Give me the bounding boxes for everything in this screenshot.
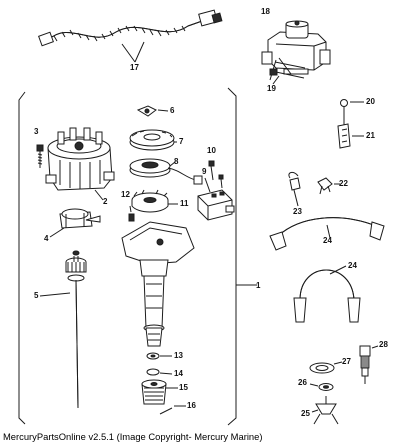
distributor-housing [121, 221, 195, 347]
part-14-washer [146, 368, 173, 376]
callout-26: 26 [298, 378, 307, 387]
part-6-clip [136, 105, 169, 117]
part-17-wiring-harness [38, 9, 223, 63]
callout-8: 8 [174, 157, 179, 166]
callout-6: 6 [170, 106, 175, 115]
part-26-washer [309, 383, 334, 391]
copyright-footer: MercuryPartsOnline v2.5.1 (Image Copyrig… [3, 431, 263, 442]
callout-25: 25 [301, 409, 310, 418]
part-12-pin [128, 205, 135, 222]
callout-22: 22 [339, 179, 348, 188]
part-5-distributor-shaft [39, 250, 87, 409]
callout-21: 21 [366, 131, 375, 140]
callout-4: 4 [44, 234, 49, 243]
part-13-washer [146, 352, 172, 360]
part-24-spark-plug-wire-lower [293, 265, 361, 323]
part-18-ignition-coil [261, 20, 331, 81]
callout-24-upper: 24 [323, 236, 332, 245]
callout-7: 7 [179, 137, 184, 146]
part-25-terminal-clip [311, 396, 339, 425]
part-7-pole-piece [129, 129, 177, 151]
part-22-clip [317, 177, 340, 195]
part-10-screws [208, 160, 224, 189]
callout-1: 1 [256, 281, 261, 290]
part-19-screw [269, 68, 305, 85]
callout-23: 23 [293, 207, 302, 216]
callout-18: 18 [261, 7, 270, 16]
callout-10: 10 [207, 146, 216, 155]
callout-28: 28 [379, 340, 388, 349]
part-16-roll-pin [159, 405, 186, 415]
callout-24-lower: 24 [348, 261, 357, 270]
callout-16: 16 [187, 401, 196, 410]
assembly-bracket [18, 91, 26, 425]
callout-19: 19 [267, 84, 276, 93]
part-11-timer-core [131, 189, 178, 213]
callout-5: 5 [34, 291, 39, 300]
part-21-bracket [337, 123, 364, 149]
part-15-drive-gear [141, 379, 178, 405]
part-4-rotor [49, 208, 101, 238]
part-9-ignition-module [197, 177, 235, 221]
part-3-screw [36, 144, 44, 168]
callout-17: 17 [130, 63, 139, 72]
callout-9: 9 [202, 167, 207, 176]
part-23-terminal [288, 171, 301, 207]
part-28-spark-plug [359, 345, 379, 384]
callout-12: 12 [121, 190, 130, 199]
callout-20: 20 [366, 97, 375, 106]
callout-3: 3 [34, 127, 39, 136]
callout-14: 14 [174, 369, 183, 378]
part-2-distributor-cap [45, 127, 115, 201]
part-27-grommet [309, 361, 343, 374]
callout-2: 2 [103, 197, 108, 206]
callout-13: 13 [174, 351, 183, 360]
callout-27: 27 [342, 357, 351, 366]
callout-15: 15 [179, 383, 188, 392]
part-8-pickup-coil [129, 158, 203, 185]
callout-11: 11 [180, 199, 189, 208]
part-24-spark-plug-wire-upper [269, 217, 385, 251]
